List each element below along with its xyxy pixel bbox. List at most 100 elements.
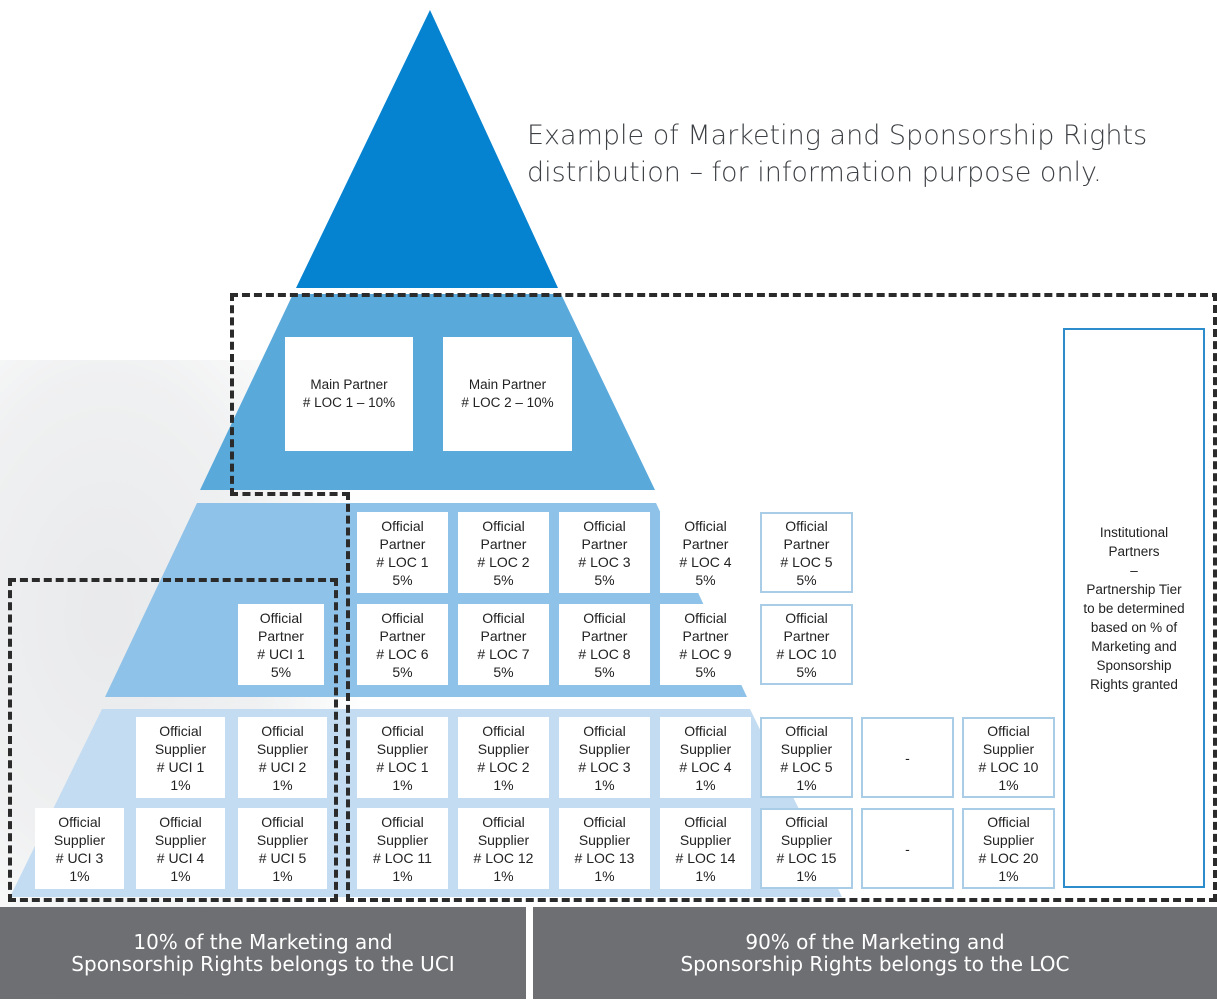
box-line: Partner <box>480 627 527 644</box>
box-line: 5% <box>796 663 817 680</box>
footer-line: 10% of the Marketing and <box>133 930 393 954</box>
box-line: - <box>905 749 910 766</box>
box-line: Official <box>58 813 101 830</box>
box-line: # LOC 10 <box>978 758 1039 775</box>
box-line: Supplier <box>780 831 833 848</box>
tier-top-triangle <box>296 10 558 288</box>
uci-share-footer: 10% of the Marketing and Sponsorship Rig… <box>0 907 526 999</box>
box-line: 5% <box>493 663 514 680</box>
box-line: Supplier <box>477 831 530 848</box>
box-line: Official <box>381 722 424 739</box>
box-line: Official <box>482 609 525 626</box>
inst-line: Partnership Tier <box>1086 581 1182 597</box>
box-line: Official <box>159 722 202 739</box>
box-line: Official <box>482 517 525 534</box>
box-line: Official <box>381 609 424 626</box>
box-line: Supplier <box>578 831 631 848</box>
box-line: Supplier <box>780 740 833 757</box>
box-line: Supplier <box>154 740 207 757</box>
box-line: Partner <box>783 535 830 552</box>
footer-line: Sponsorship Rights belongs to the UCI <box>71 952 455 976</box>
box-line: Partner <box>379 535 426 552</box>
box-line: # LOC 1 <box>376 553 429 570</box>
box-line: Supplier <box>154 831 207 848</box>
box-line: # LOC 1 <box>376 758 429 775</box>
box-line: # LOC 5 <box>780 553 833 570</box>
box-line: # LOC 4 <box>679 758 732 775</box>
box-line: Supplier <box>53 831 106 848</box>
box-line: 1% <box>272 776 293 793</box>
box-line: # LOC 9 <box>679 645 732 662</box>
box-line: 1% <box>272 867 293 884</box>
official-partner-uci-box: Official Partner # UCI 1 5% <box>238 604 324 685</box>
box-line: 5% <box>270 663 292 680</box>
box-line: 1% <box>594 776 615 793</box>
box-line: # LOC 6 <box>376 645 429 662</box>
box-line: 1% <box>998 867 1019 884</box>
loc-rights-dashed-region <box>346 898 1217 902</box>
box-line: Official <box>785 517 828 534</box>
box-line: Official <box>684 722 727 739</box>
box-line: Partner <box>258 627 304 644</box>
box-line: Official <box>259 609 303 626</box>
box-line: 1% <box>170 867 191 884</box>
box-line: Official <box>583 609 626 626</box>
box-line: # UCI 1 <box>257 645 305 662</box>
box-line: 1% <box>796 867 817 884</box>
uci-rights-dashed-region <box>8 578 338 902</box>
box-line: Partner <box>783 627 830 644</box>
inst-line: Marketing and <box>1091 638 1177 654</box>
headline-line-2: distribution – for information purpose o… <box>527 157 1102 188</box>
box-line: Official <box>987 813 1030 830</box>
loc-share-footer: 90% of the Marketing and Sponsorship Rig… <box>533 907 1217 999</box>
box-line: # LOC 3 <box>578 758 631 775</box>
empty-supplier-slot: - <box>861 808 954 889</box>
box-line: Supplier <box>477 740 530 757</box>
inst-line: Partners <box>1108 543 1160 559</box>
box-line: 1% <box>392 776 413 793</box>
box-line: Partner <box>581 627 628 644</box>
inst-line: based on % of <box>1090 619 1178 635</box>
box-line: # UCI 1 <box>156 758 205 775</box>
loc-rights-dashed-region <box>230 293 234 496</box>
box-line: 1% <box>695 867 716 884</box>
box-line: Official <box>684 609 727 626</box>
box-line: 5% <box>493 571 514 588</box>
box-line: # LOC 7 <box>477 645 530 662</box>
inst-line: – <box>1130 562 1138 578</box>
box-line: Partner <box>581 535 628 552</box>
footer-line: 90% of the Marketing and <box>745 930 1005 954</box>
box-line: 5% <box>392 663 413 680</box>
box-line: Official <box>684 517 727 534</box>
box-line: # LOC 2 – 10% <box>461 395 554 410</box>
loc-rights-dashed-region <box>346 492 350 902</box>
box-line: Official <box>261 722 304 739</box>
main-partner-box: Main Partner # LOC 1 – 10% <box>285 337 413 451</box>
box-line: Supplier <box>376 740 429 757</box>
box-line: 1% <box>493 867 514 884</box>
box-line: # LOC 3 <box>578 553 631 570</box>
box-line: # LOC 10 <box>776 645 837 662</box>
box-line: 1% <box>493 776 514 793</box>
box-line: Official <box>583 813 626 830</box>
box-line: Official <box>381 517 424 534</box>
box-line: 5% <box>796 571 817 588</box>
loc-rights-dashed-region <box>230 293 1217 297</box>
inst-line: Rights granted <box>1090 676 1178 692</box>
box-line: Main Partner <box>310 377 388 392</box>
box-line: Official <box>482 813 525 830</box>
box-line: 5% <box>695 663 716 680</box>
